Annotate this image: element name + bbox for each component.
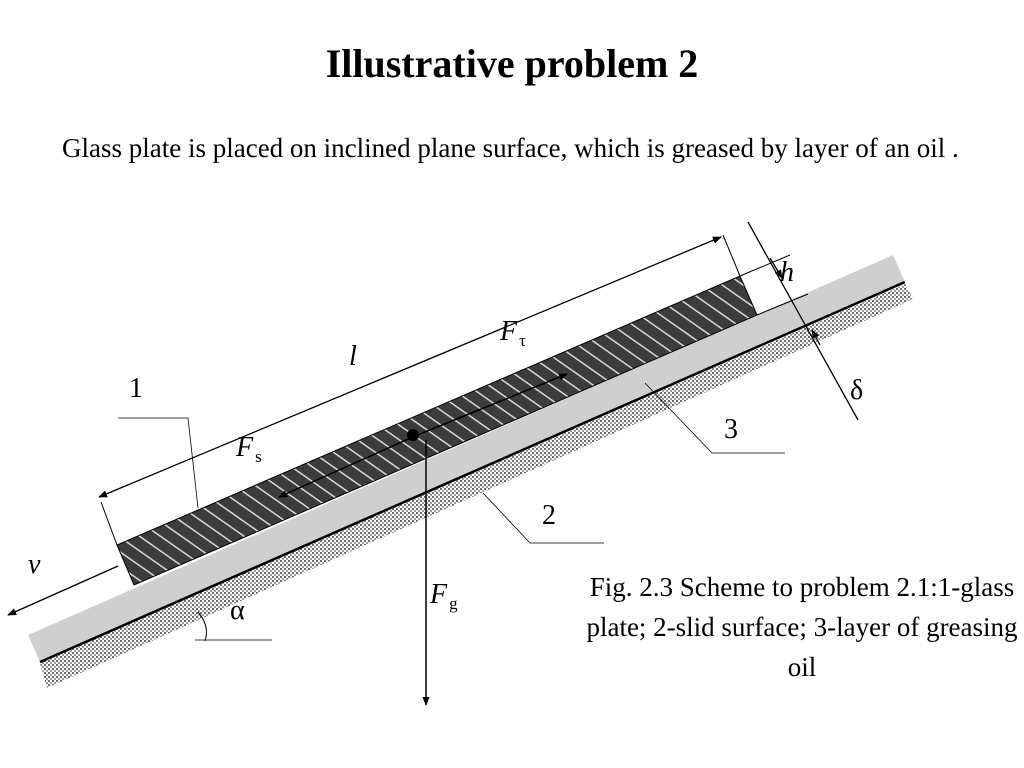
- length-dimension-arrow: [98, 236, 722, 498]
- leader-oil: [644, 382, 785, 454]
- label-thickness-delta: δ: [850, 375, 863, 406]
- leader-surface: [482, 492, 604, 544]
- figure-caption: Fig. 2.3 Scheme to problem 2.1:1-glass p…: [586, 572, 1018, 682]
- leader-plate: [118, 417, 199, 509]
- label-length: l: [349, 341, 357, 372]
- slide-title: Illustrative problem 2: [325, 41, 699, 86]
- center-of-mass: [407, 429, 419, 441]
- problem-description: Glass plate is placed on inclined plane …: [62, 133, 959, 163]
- label-angle: α: [230, 595, 245, 626]
- label-slid-surface: 2: [542, 500, 556, 531]
- friction-force-arrow: [414, 373, 568, 437]
- thickness-dimension-line: [747, 221, 859, 421]
- label-plate: 1: [129, 373, 143, 404]
- label-oil-layer: 3: [724, 414, 738, 445]
- velocity-arrow: [7, 565, 119, 616]
- glass-plate: [116, 275, 758, 586]
- label-velocity: v: [28, 549, 41, 580]
- label-thickness-h: h: [780, 257, 794, 288]
- slide-force-arrow: [278, 435, 416, 498]
